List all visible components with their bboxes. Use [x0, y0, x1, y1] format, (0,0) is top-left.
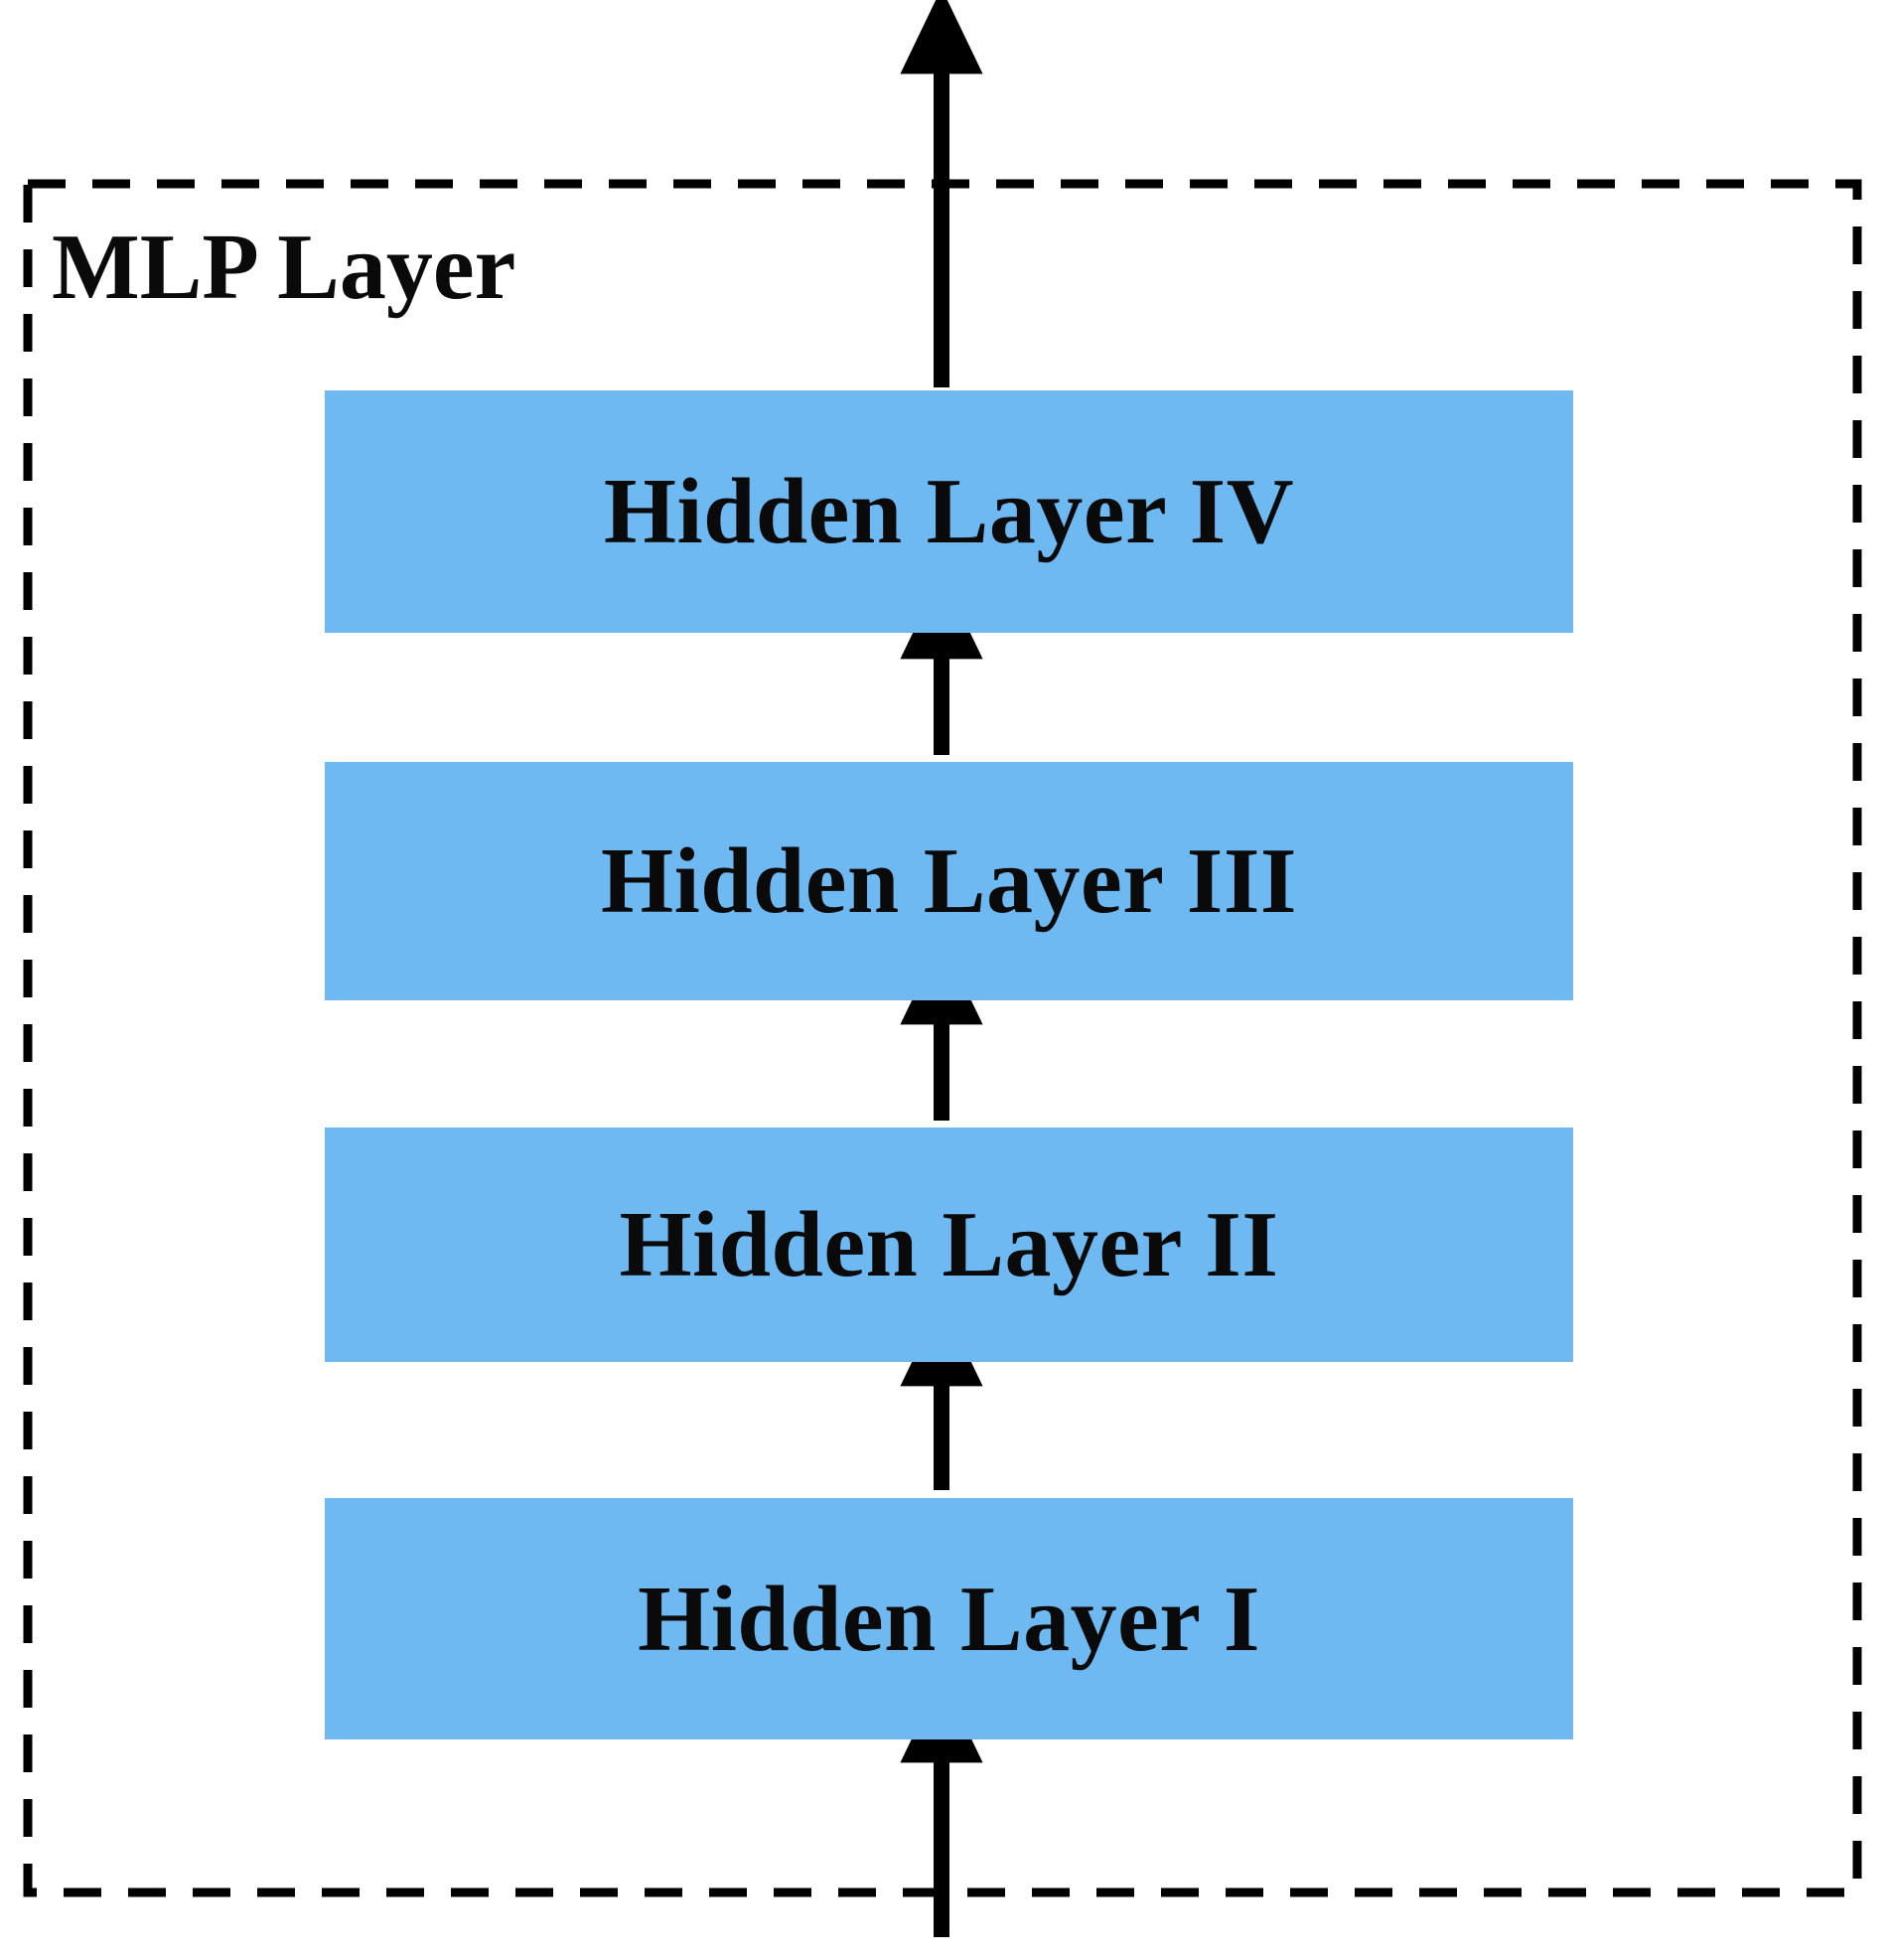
hidden-layer-1-label: Hidden Layer I	[638, 1567, 1260, 1671]
hidden-layer-2-label: Hidden Layer II	[619, 1193, 1279, 1296]
hidden-layer-2-block[interactable]: Hidden Layer II	[325, 1128, 1573, 1362]
hidden-layer-1-block[interactable]: Hidden Layer I	[325, 1498, 1573, 1739]
hidden-layer-4-block[interactable]: Hidden Layer IV	[325, 390, 1573, 633]
hidden-layer-3-block[interactable]: Hidden Layer III	[325, 762, 1573, 1000]
hidden-layer-3-label: Hidden Layer III	[601, 829, 1297, 933]
mlp-layer-group-title: MLP Layer	[52, 216, 516, 319]
hidden-layer-4-label: Hidden Layer IV	[603, 460, 1295, 563]
